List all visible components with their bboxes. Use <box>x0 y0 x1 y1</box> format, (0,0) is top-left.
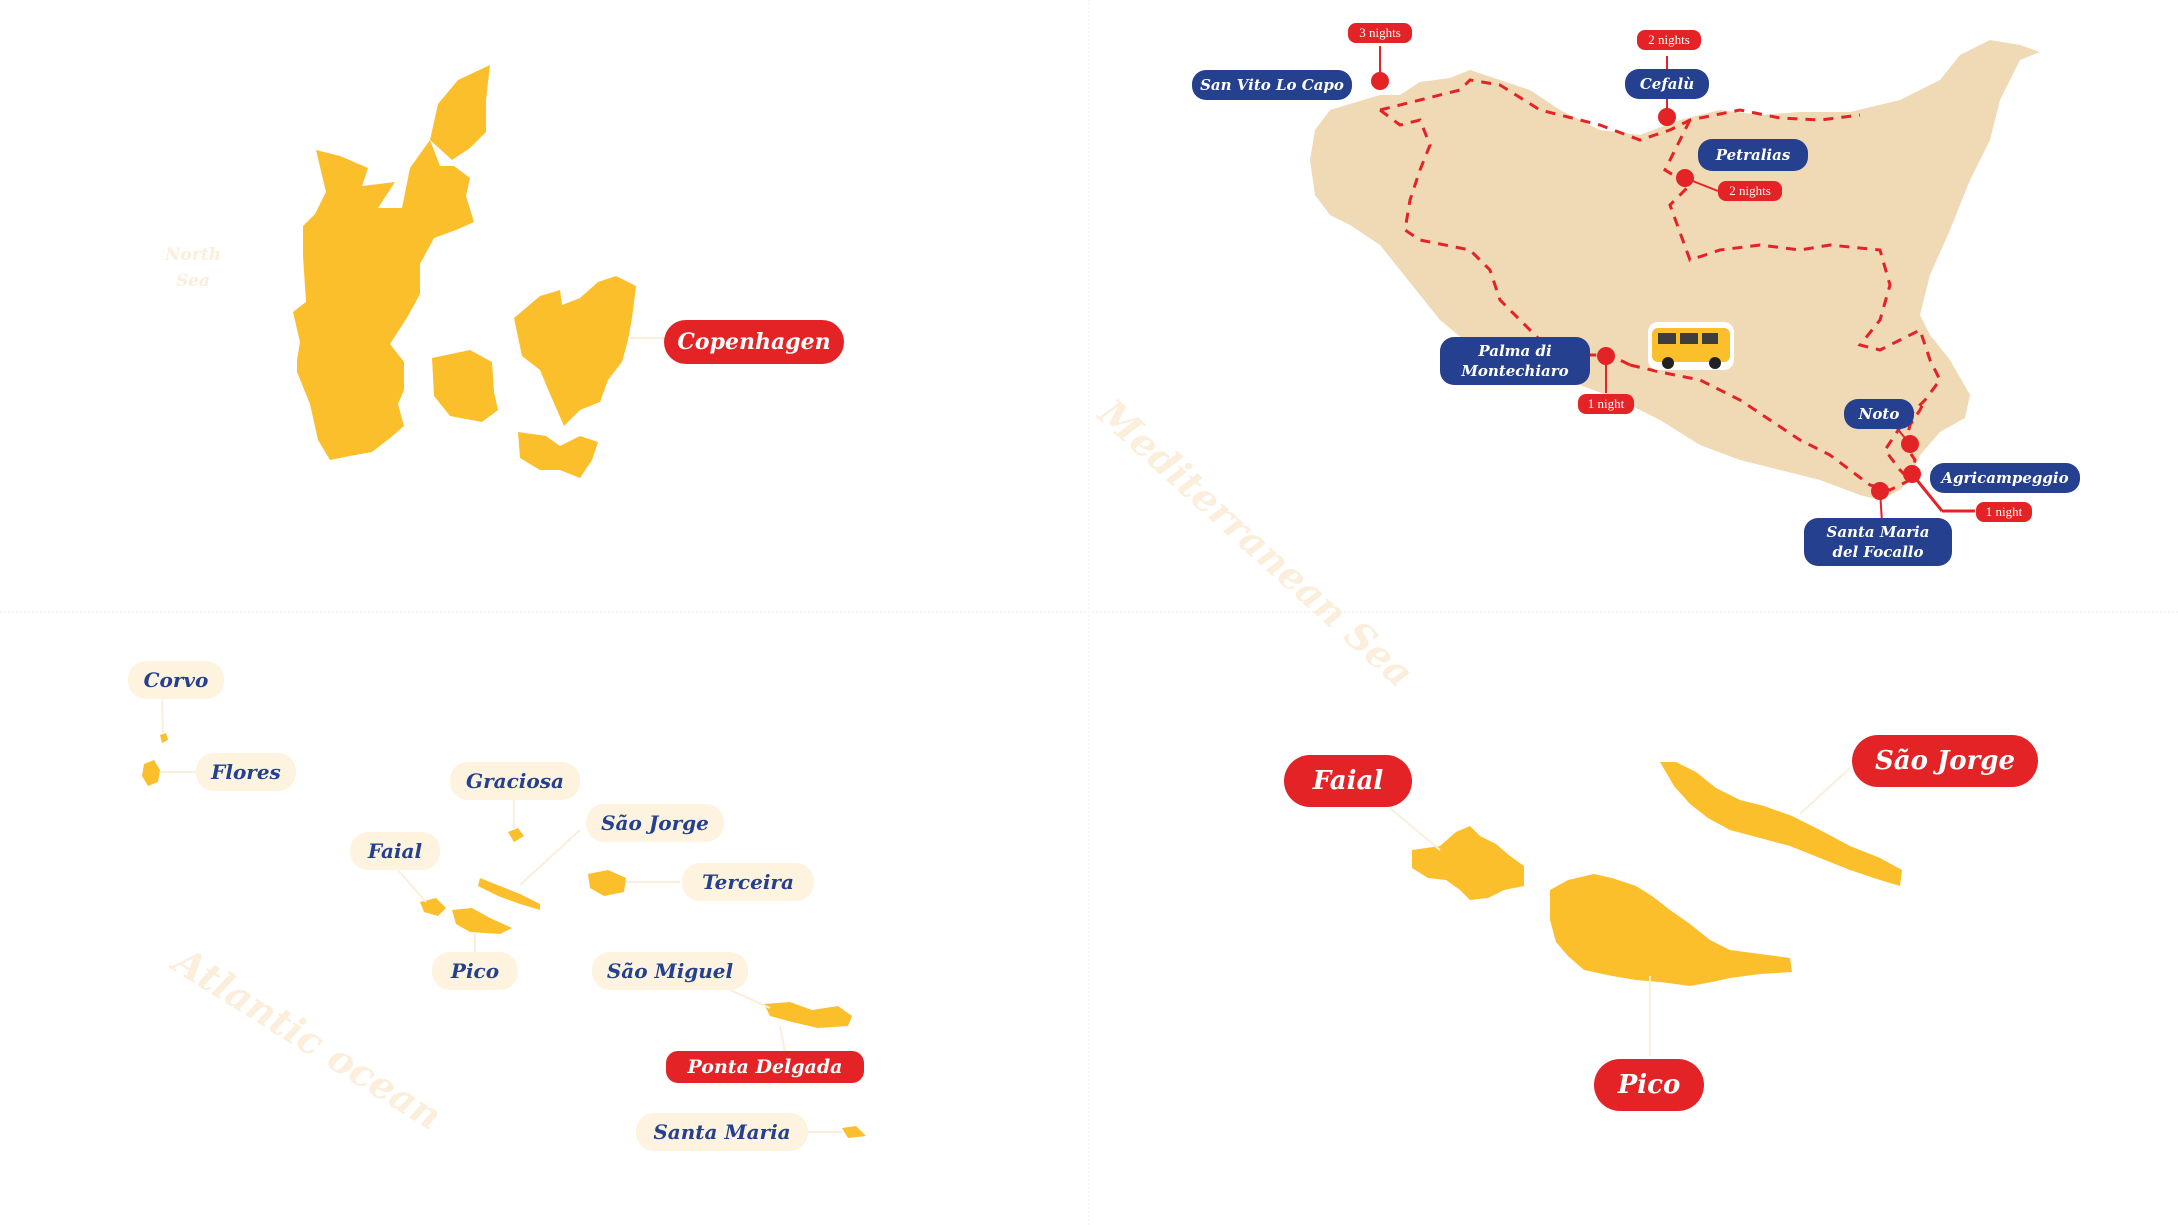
faial-large-label: Faial <box>1284 755 1412 807</box>
sao-jorge-large-label: São Jorge <box>1852 735 2038 787</box>
island-label-sao-jorge: São Jorge <box>586 804 724 842</box>
pico-large-label: Pico <box>1594 1059 1704 1111</box>
sao-miguel-shape <box>764 1002 852 1028</box>
island-label-graciosa: Graciosa <box>450 762 580 800</box>
nights-badge-cefalu: 2 nights <box>1637 30 1701 50</box>
island-label-terceira: Terceira <box>682 863 814 901</box>
flores-shape <box>142 760 160 786</box>
sao-jorge-shape <box>478 878 540 910</box>
vendsyssel-shape <box>430 65 490 160</box>
stop-marker-agricampeggio <box>1903 465 1921 483</box>
ponta-delgada-label: Ponta Delgada <box>666 1051 864 1083</box>
stop-label-agricampeggio: Agricampeggio <box>1930 463 2080 493</box>
yellow-van-icon <box>1648 322 1734 370</box>
nights-badge-agricampeggio: 1 night <box>1976 502 2032 522</box>
pico-large-shape <box>1550 874 1792 986</box>
nights-badge-san-vito: 3 nights <box>1348 23 1412 43</box>
santa-maria-shape <box>842 1126 866 1138</box>
graciosa-shape <box>508 828 524 842</box>
stop-marker-petralias <box>1676 169 1694 187</box>
stop-label-cefalu: Cefalù <box>1625 69 1709 99</box>
pico-shape <box>452 908 512 934</box>
lolland-shape <box>518 432 598 478</box>
island-label-sao-miguel: São Miguel <box>592 952 748 990</box>
copenhagen-label: Copenhagen <box>664 320 844 364</box>
stop-label-palma: Palma di Montechiaro <box>1440 337 1590 385</box>
stop-label-san-vito: San Vito Lo Capo <box>1192 70 1352 100</box>
stop-marker-san-vito <box>1371 72 1389 90</box>
nights-badge-petralias: 2 nights <box>1718 181 1782 201</box>
copenhagen-connector <box>628 337 664 339</box>
faial-large-shape <box>1412 826 1524 900</box>
corvo-shape <box>160 733 168 743</box>
jutland-shape <box>293 140 474 460</box>
sicily-land-shape <box>1310 40 2040 500</box>
route-segment-inner <box>1663 119 1942 482</box>
north-sea-label: North Sea <box>165 245 222 291</box>
sao-jorge-large-shape <box>1660 762 1902 886</box>
nights-badge-palma: 1 night <box>1578 394 1634 414</box>
stop-marker-palma <box>1597 347 1615 365</box>
stop-label-noto: Noto <box>1844 399 1914 429</box>
island-label-corvo: Corvo <box>128 661 224 699</box>
stop-marker-santa-maria <box>1871 482 1889 500</box>
zealand-shape <box>514 276 636 426</box>
stop-marker-cefalu <box>1658 108 1676 126</box>
island-label-flores: Flores <box>196 753 296 791</box>
stop-label-santa-maria: Santa Maria del Focallo <box>1804 518 1952 566</box>
stop-marker-noto <box>1901 435 1919 453</box>
stop-markers <box>1371 46 1975 523</box>
route-segment-east <box>1903 399 1927 481</box>
island-label-santa-maria: Santa Maria <box>636 1113 808 1151</box>
stop-label-petralias: Petralias <box>1698 139 1808 171</box>
terceira-shape <box>588 870 626 896</box>
panel-divider-vertical <box>1088 0 1090 1225</box>
route-segment-north <box>1379 78 1861 142</box>
funen-shape <box>432 350 498 422</box>
faial-shape <box>420 898 446 916</box>
island-label-faial: Faial <box>350 832 440 870</box>
island-label-pico: Pico <box>432 952 518 990</box>
